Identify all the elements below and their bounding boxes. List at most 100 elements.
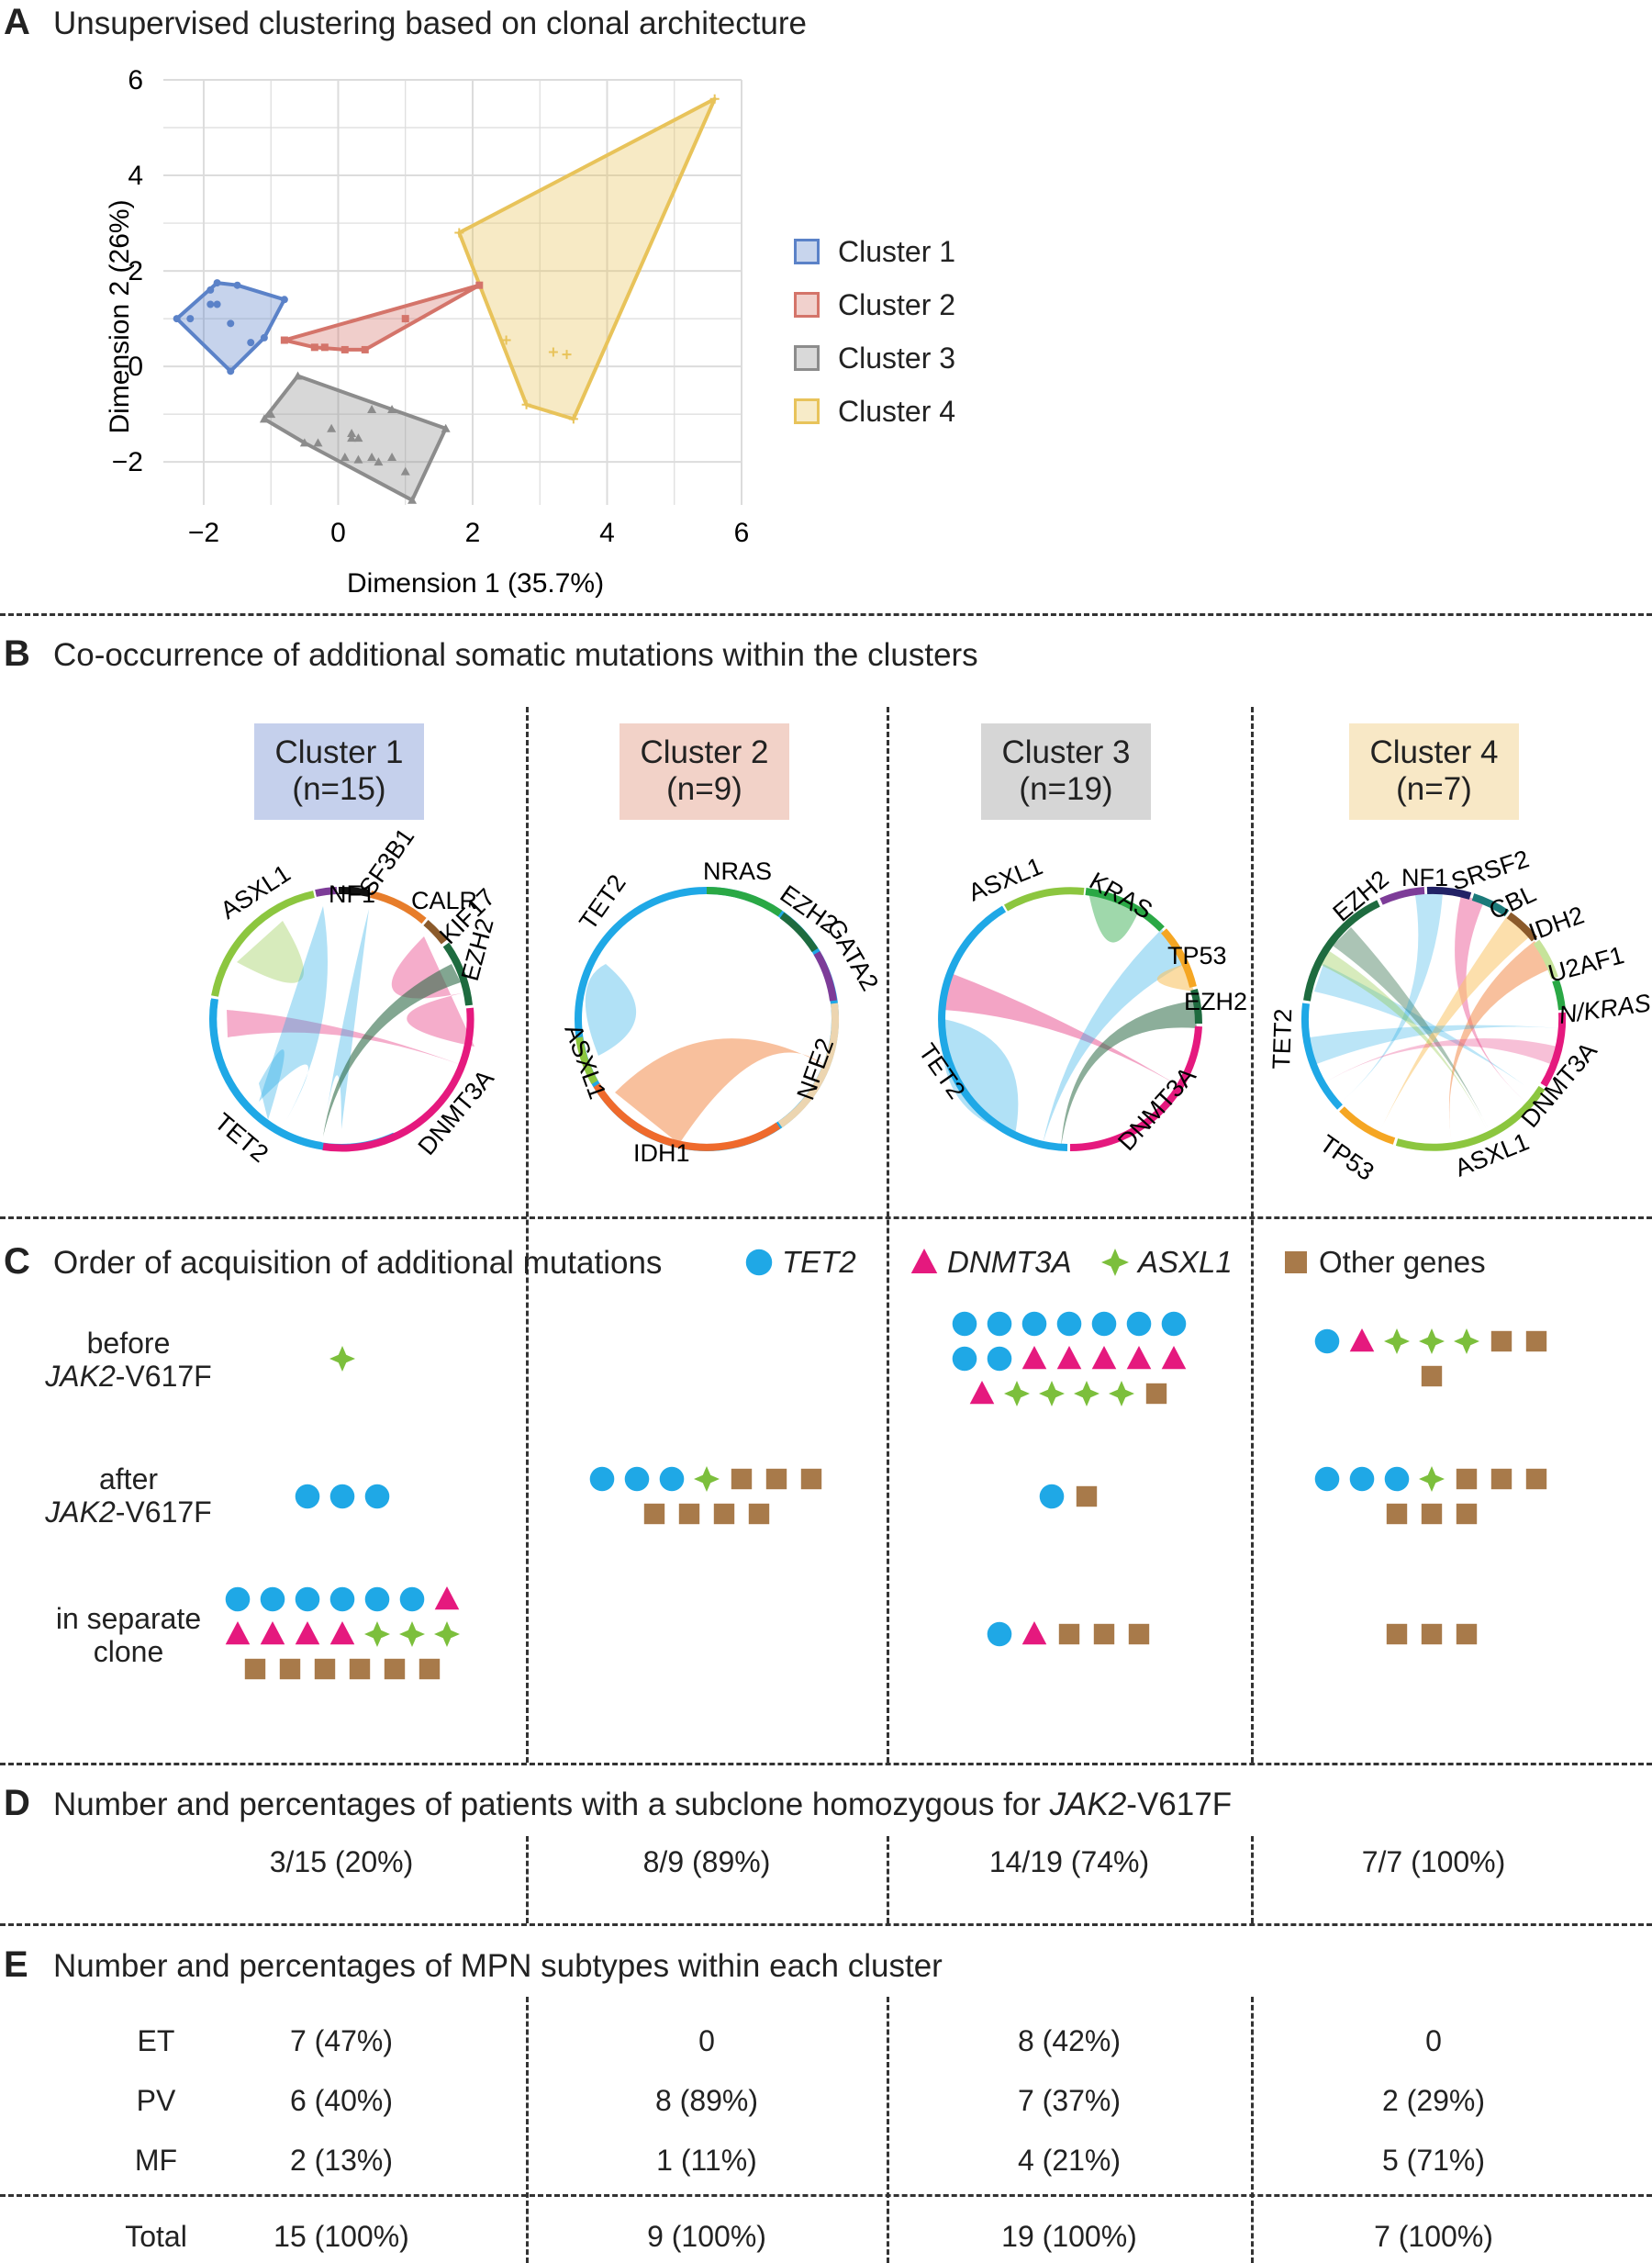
asxl1-mutation-marker (364, 1621, 390, 1647)
other-mutation-marker (678, 1503, 700, 1525)
chord-cluster-2 (575, 886, 840, 1151)
cluster-4-point (562, 350, 572, 360)
cluster-3-point (367, 452, 377, 461)
mpn-mf-cluster-2: 1 (11%) (656, 2144, 757, 2177)
tet2-mutation-marker (624, 1466, 650, 1492)
cluster-4-point (548, 347, 558, 357)
x-tick-label: −2 (188, 518, 219, 548)
mpn-row-label-total: Total (125, 2220, 187, 2253)
legend-item-cluster-1: Cluster 1 (794, 225, 955, 278)
mpn-et-cluster-2: 0 (698, 2024, 715, 2057)
legend-item-asxl1: ASXL1 (1099, 1245, 1233, 1280)
panel-d-title-suffix: -V617F (1126, 1787, 1233, 1822)
cluster-3-point (327, 423, 337, 432)
mpn-pv-cluster-1: 6 (40%) (289, 2084, 394, 2117)
tet2-mutation-marker (364, 1586, 390, 1612)
other-mutation-marker (748, 1503, 770, 1525)
tet2-mutation-marker (260, 1586, 285, 1612)
other-mutation-marker (1145, 1383, 1167, 1405)
mpn-pv-cluster-2: 8 (89%) (654, 2084, 759, 2117)
other-mutation-marker (279, 1658, 301, 1680)
mpn-pv-cluster-4: 2 (29%) (1381, 2084, 1486, 2117)
legend-item-cluster-4: Cluster 4 (794, 385, 955, 438)
mpn-mf-cluster-1: 2 (13%) (289, 2144, 394, 2177)
cluster-3-hull (262, 374, 448, 502)
legend-label: Cluster 4 (838, 394, 956, 428)
panel-d-title-text: Number and percentages of patients with … (53, 1787, 1050, 1822)
tet2-mutation-marker (1091, 1311, 1117, 1337)
mpn-total-cluster-1: 15 (100%) (273, 2220, 409, 2253)
tet2-mutation-marker (295, 1586, 320, 1612)
cluster-3-point (299, 438, 309, 447)
tet2-mutation-marker (952, 1311, 977, 1337)
gene-label: DNMT3A (1112, 1061, 1201, 1156)
mpn-et-cluster-4: 0 (1425, 2024, 1442, 2057)
other-mutation-marker (384, 1658, 406, 1680)
cluster-2-point (361, 345, 369, 353)
cluster-3-point (407, 495, 418, 504)
mutation-order-markers (225, 1311, 1547, 1680)
mpn-total-cluster-3: 19 (100%) (1001, 2220, 1137, 2253)
mpn-mf-cluster-4: 5 (71%) (1381, 2144, 1486, 2177)
chord-diagrams: ASXL1 NF1 SF3B1 CALR KIF17 EZH2 DNMT3A T… (209, 826, 1652, 1186)
gene-label: TP53 (1167, 942, 1227, 969)
cluster-4-header: Cluster 4 (n=7) (1349, 723, 1519, 820)
gene-label: NRAS (703, 857, 772, 885)
cluster-1-point (173, 315, 181, 323)
panel-e-letter: E (4, 1944, 28, 1985)
cluster-1-point (213, 300, 221, 308)
cluster-4-point (501, 335, 511, 345)
tet2-mutation-marker (329, 1586, 355, 1612)
panel-d-letter: D (4, 1783, 30, 1823)
panel-a-title: Unsupervised clustering based on clonal … (53, 6, 808, 41)
y-tick-label: 6 (128, 65, 143, 95)
asxl1-mutation-marker (329, 1346, 355, 1372)
gene-label: TET2 (1267, 1008, 1297, 1070)
cluster-1-point (233, 281, 241, 289)
cluster-3-point (313, 438, 323, 447)
asxl1-mutation-marker (1109, 1381, 1134, 1406)
other-mutation-marker (1456, 1468, 1478, 1490)
y-tick-label: 4 (128, 161, 143, 191)
jak2-text: JAK2 (45, 1496, 116, 1529)
row-after-line2: JAK2-V617F (18, 1496, 239, 1529)
x-tick-label: 0 (330, 518, 346, 548)
star-icon (1101, 1249, 1129, 1276)
cluster-3-point (353, 433, 363, 443)
dnmt3a-mutation-marker (969, 1381, 995, 1405)
cluster-3-point (347, 433, 357, 443)
tet2-mutation-marker (1314, 1328, 1340, 1354)
cluster-1-point (186, 315, 195, 323)
mpn-total-cluster-4: 7 (100%) (1374, 2220, 1493, 2253)
cluster-1-point (213, 279, 221, 287)
other-mutation-marker (1456, 1623, 1478, 1645)
other-mutation-marker (1525, 1468, 1547, 1490)
mpn-et-cluster-1: 7 (47%) (289, 2024, 394, 2057)
dnmt3a-mutation-marker (225, 1621, 251, 1645)
x-axis-label: Dimension 1 (35.7%) (347, 568, 604, 599)
other-mutation-marker (643, 1503, 665, 1525)
other-mutation-marker (800, 1468, 822, 1490)
y-tick-label: −2 (112, 447, 143, 477)
square-icon (1285, 1251, 1307, 1273)
panel-c-title: Order of acquisition of additional mutat… (53, 1245, 663, 1281)
other-mutation-marker (244, 1658, 266, 1680)
cluster-4-point (568, 414, 578, 424)
cluster-4-point (454, 228, 464, 238)
cluster-1-point (280, 296, 288, 304)
cluster-4-hull (457, 96, 717, 421)
asxl1-mutation-marker (1004, 1381, 1030, 1406)
cluster-4-n: (n=7) (1396, 771, 1472, 807)
cluster-3-point (259, 414, 269, 423)
cluster-1-n: (n=15) (292, 771, 386, 807)
cluster-1-header: Cluster 1 (n=15) (254, 723, 424, 820)
cluster-3-point (387, 404, 397, 413)
dnmt3a-mutation-marker (1126, 1346, 1152, 1370)
cluster-2-header: Cluster 2 (n=9) (620, 723, 789, 820)
other-mutation-marker (1386, 1503, 1408, 1525)
other-mutation-marker (314, 1658, 336, 1680)
cluster-1-point (260, 333, 268, 342)
v617f-text: -V617F (115, 1360, 212, 1393)
other-mutation-marker (1421, 1503, 1443, 1525)
